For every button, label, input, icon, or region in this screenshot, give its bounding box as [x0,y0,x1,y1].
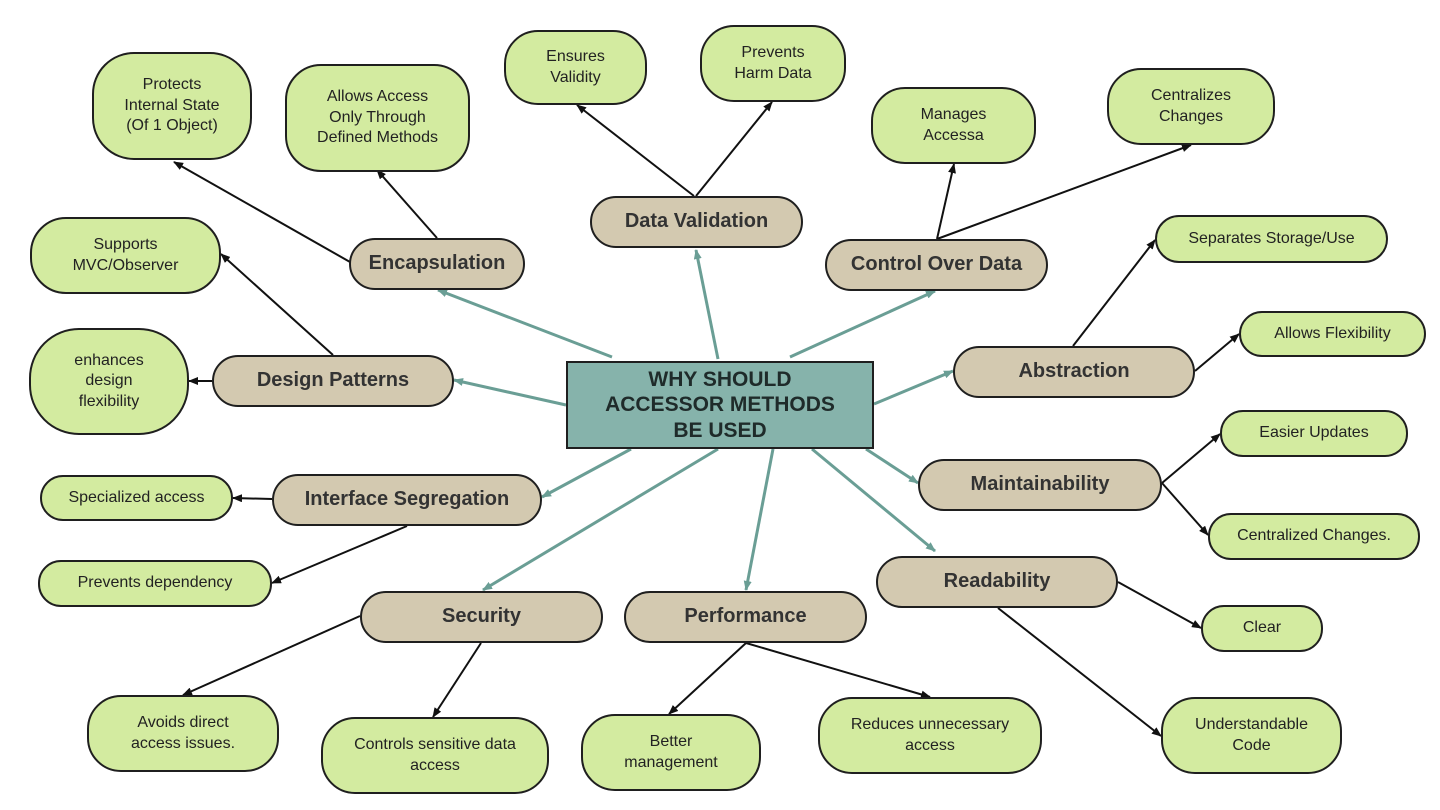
arrow-to-encapsulation [437,288,613,359]
branch-abstraction: Abstraction [953,346,1195,398]
arrow-to-protects-internal-state [173,161,351,263]
arrow-to-ensures-validity [576,104,695,197]
arrow-to-design-patterns [453,378,567,407]
arrow-to-allows-flexibility [1194,333,1240,372]
arrow-to-avoids-direct-access [182,615,361,696]
leaf-reduces-unnecessary-access: Reduces unnecessary access [818,697,1042,774]
arrow-to-clear [1117,581,1202,629]
arrow-to-separates-storage-use [1072,239,1156,347]
leaf-centralizes-changes: Centralizes Changes [1107,68,1275,145]
branch-encapsulation: Encapsulation [349,238,525,290]
leaf-better-management: Better management [581,714,761,791]
leaf-ensures-validity: Ensures Validity [504,30,647,105]
leaf-allows-access-defined-methods: Allows Access Only Through Defined Metho… [285,64,470,172]
central-topic: WHY SHOULD ACCESSOR METHODS BE USED [566,361,874,449]
leaf-controls-sensitive-data: Controls sensitive data access [321,717,549,794]
leaf-understandable-code: Understandable Code [1161,697,1342,774]
arrow-to-prevents-dependency [271,525,408,584]
leaf-easier-updates: Easier Updates [1220,410,1408,457]
branch-security: Security [360,591,603,643]
branch-control-over-data: Control Over Data [825,239,1048,291]
leaf-centralized-changes: Centralized Changes. [1208,513,1420,560]
arrow-to-control-over-data [789,289,936,359]
arrow-to-interface-segregation [541,447,632,499]
arrow-to-reduces-unnecessary-access [745,642,931,699]
leaf-allows-flexibility: Allows Flexibility [1239,311,1426,357]
leaf-supports-mvc-observer: Supports MVC/Observer [30,217,221,294]
branch-maintainability: Maintainability [918,459,1162,511]
leaf-avoids-direct-access: Avoids direct access issues. [87,695,279,772]
arrow-to-centralizes-changes [936,144,1192,240]
arrow-to-manages-accessa [936,163,956,240]
arrow-to-supports-mvc-observer [220,253,334,356]
arrow-to-better-management [668,642,747,715]
arrow-to-security [482,447,719,592]
branch-design-patterns: Design Patterns [212,355,454,407]
leaf-prevents-harm-data: Prevents Harm Data [700,25,846,102]
branch-performance: Performance [624,591,867,643]
leaf-separates-storage-use: Separates Storage/Use [1155,215,1388,263]
arrow-to-readability [811,447,936,553]
leaf-enhances-design-flexibility: enhances design flexibility [29,328,189,435]
arrow-to-easier-updates [1161,433,1221,484]
arrow-to-maintainability [865,447,919,485]
arrow-to-understandable-code [997,607,1162,737]
arrow-to-performance [743,448,775,591]
arrow-to-controls-sensitive-data [432,642,482,718]
branch-interface-segregation: Interface Segregation [272,474,542,526]
arrow-to-specialized-access [232,494,273,503]
arrow-to-centralized-changes [1161,482,1209,536]
branch-readability: Readability [876,556,1118,608]
arrow-to-data-validation [693,249,720,360]
leaf-protects-internal-state: Protects Internal State (Of 1 Object) [92,52,252,160]
branch-data-validation: Data Validation [590,196,803,248]
leaf-prevents-dependency: Prevents dependency [38,560,272,607]
leaf-clear: Clear [1201,605,1323,652]
leaf-manages-accessa: Manages Accessa [871,87,1036,164]
arrow-to-abstraction [873,369,954,406]
leaf-specialized-access: Specialized access [40,475,233,521]
arrow-to-prevents-harm-data [695,101,773,197]
arrow-to-allows-access [376,169,438,239]
